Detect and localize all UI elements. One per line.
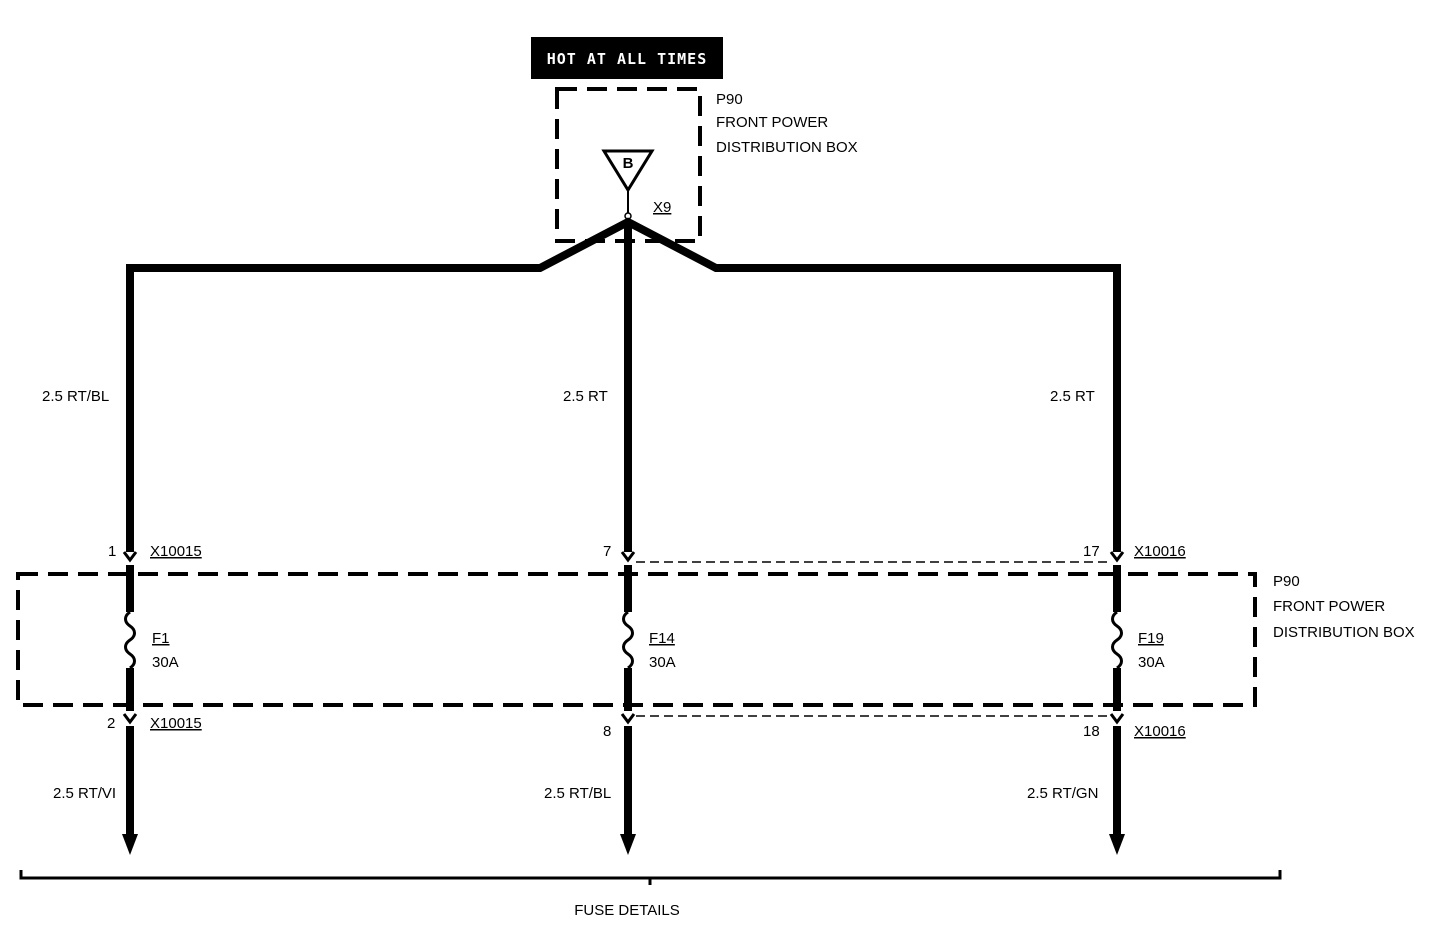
- pin-label-out-2: 8: [603, 723, 611, 740]
- pin-17-connector-icon: [1109, 551, 1125, 563]
- pin-label-out-1: 2: [107, 715, 115, 732]
- connector-label-in-1: X10015: [150, 543, 202, 560]
- lower-box-code: P90: [1273, 573, 1300, 590]
- upper-box-code: P90: [716, 91, 743, 108]
- lower-wire-label-1: 2.5 RT/VI: [53, 785, 116, 802]
- arrow-down-icon: [620, 834, 636, 855]
- fuse-f19-icon: [1111, 610, 1123, 670]
- pin-label-out-3: 18: [1083, 723, 1100, 740]
- pin-8-connector-icon: [620, 713, 636, 725]
- lower-wire-label-2: 2.5 RT/BL: [544, 785, 611, 802]
- lower-box-name-line2: DISTRIBUTION BOX: [1273, 624, 1415, 641]
- fuse-label-3: F19: [1138, 630, 1164, 647]
- fuse-f14-icon: [622, 610, 634, 670]
- arrow-down-icon: [1109, 834, 1125, 855]
- fuse-f1-icon: [124, 610, 136, 670]
- pin-label-in-3: 17: [1083, 543, 1100, 560]
- main-wiring: [126, 217, 1121, 552]
- fuse-rating-2: 30A: [649, 654, 676, 671]
- upper-box-name-line1: FRONT POWER: [716, 114, 828, 131]
- lower-distribution-box-outline: [16, 572, 1257, 707]
- upper-wire-label-2: 2.5 RT: [563, 388, 608, 405]
- fuse-details-caption: FUSE DETAILS: [574, 902, 680, 919]
- source-connector-label: X9: [653, 199, 671, 216]
- lower-box-name-line1: FRONT POWER: [1273, 598, 1385, 615]
- circuit-2: [620, 551, 636, 855]
- lower-wire-label-3: 2.5 RT/GN: [1027, 785, 1098, 802]
- fuse-label-1: F1: [152, 630, 170, 647]
- connector-label-out-3: X10016: [1134, 723, 1186, 740]
- pin-2-connector-icon: [122, 713, 138, 725]
- circuit-1: [122, 551, 138, 855]
- pin-1-connector-icon: [122, 551, 138, 563]
- circuit-3: [1109, 551, 1125, 855]
- hot-at-all-times-banner: HOT AT ALL TIMES: [531, 37, 723, 79]
- connector-label-out-1: X10015: [150, 715, 202, 732]
- upper-box-name-line2: DISTRIBUTION BOX: [716, 139, 858, 156]
- fuse-details-bracket: [19, 870, 1282, 885]
- upper-wire-label-1: 2.5 RT/BL: [42, 388, 109, 405]
- pin-label-in-2: 7: [603, 543, 611, 560]
- triangle-letter: B: [623, 155, 634, 172]
- pin-label-in-1: 1: [108, 543, 116, 560]
- fuse-rating-1: 30A: [152, 654, 179, 671]
- arrow-down-icon: [122, 834, 138, 855]
- pin-7-connector-icon: [620, 551, 636, 563]
- fuse-rating-3: 30A: [1138, 654, 1165, 671]
- banner-text: HOT AT ALL TIMES: [547, 50, 708, 68]
- fuse-label-2: F14: [649, 630, 675, 647]
- battery-feed-triangle-icon: B: [601, 149, 655, 220]
- upper-wire-label-3: 2.5 RT: [1050, 388, 1095, 405]
- connector-label-in-3: X10016: [1134, 543, 1186, 560]
- pin-18-connector-icon: [1109, 713, 1125, 725]
